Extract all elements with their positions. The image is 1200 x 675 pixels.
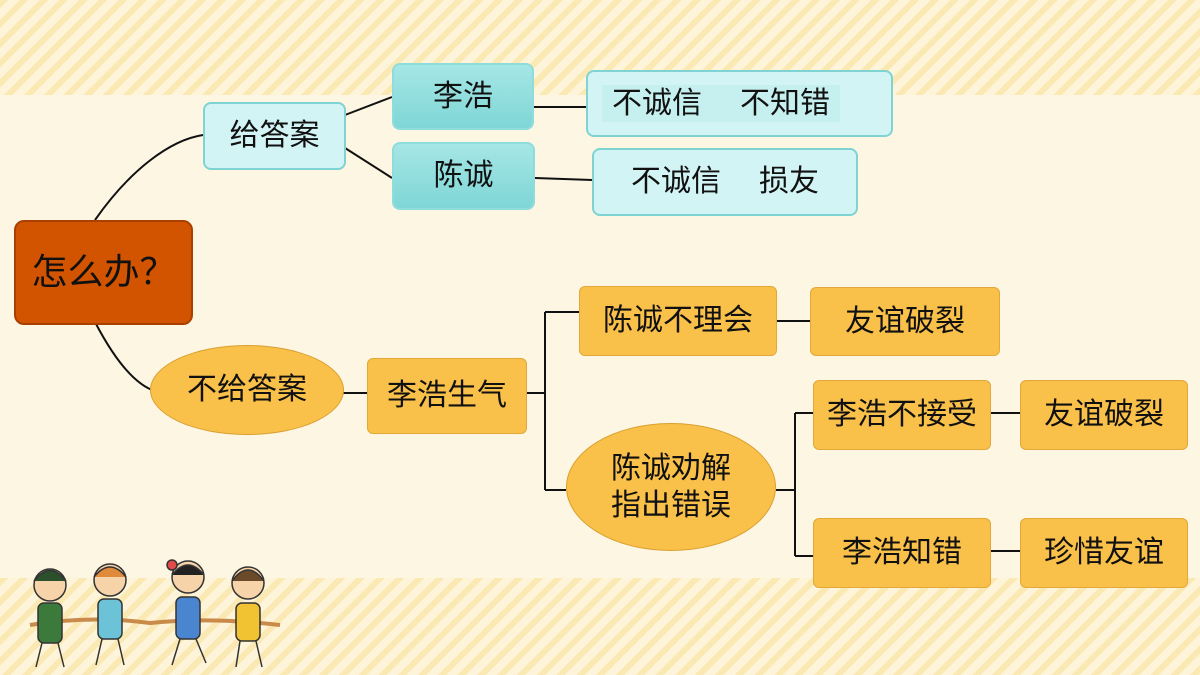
lihao-outcome-a: 不诚信 [612,85,702,121]
not-give-answer-label: 不给答案 [187,372,307,408]
lihao-understands-node: 李浩知错 [813,518,991,588]
lihao-outcome-box: 不诚信 不知错 [602,84,840,123]
lihao-node: 李浩 [392,63,534,130]
child-2 [93,563,127,666]
not-give-answer-node: 不给答案 [150,345,344,435]
friendship-broken-node-1: 友谊破裂 [810,287,1000,356]
chencheng-advise-node: 陈诚劝解 指出错误 [566,423,776,551]
lihao-reject-node: 李浩不接受 [813,380,991,450]
give-answer-label: 给答案 [229,118,320,154]
chencheng-outcome-b: 损友 [759,164,819,200]
chencheng-advise-line1: 陈诚劝解 [611,450,731,486]
chencheng-outcome-box: 不诚信 损友 [631,163,819,201]
lihao-reject-label: 李浩不接受 [827,397,977,433]
chencheng-node: 陈诚 [392,142,535,210]
lihao-angry-node: 李浩生气 [367,358,527,434]
child-4 [231,566,265,668]
friendship-broken-node-2: 友谊破裂 [1020,380,1188,450]
lihao-understands-label: 李浩知错 [842,535,962,571]
lihao-label: 李浩 [433,78,493,114]
chencheng-advise-line2: 指出错误 [611,488,731,523]
chencheng-outcome-a: 不诚信 [631,164,721,200]
lihao-outcome-node: 不诚信 不知错 [586,70,893,137]
cherish-friendship-label: 珍惜友谊 [1044,535,1164,571]
chencheng-ignore-node: 陈诚不理会 [579,286,777,356]
child-1 [33,568,67,668]
friendship-broken-label-2: 友谊破裂 [1044,397,1164,433]
root-label: 怎么办？ [31,252,176,293]
give-answer-node: 给答案 [203,102,346,170]
children-illustration [29,559,281,668]
friendship-broken-label-1: 友谊破裂 [845,303,965,339]
lihao-outcome-b: 不知错 [740,85,830,121]
chencheng-outcome-node: 不诚信 损友 [592,148,858,216]
root-node: 怎么办？ [14,220,193,325]
chencheng-ignore-label: 陈诚不理会 [603,303,753,339]
cherish-friendship-node: 珍惜友谊 [1020,518,1188,588]
chencheng-label: 陈诚 [433,158,494,194]
child-3 [166,559,207,666]
lihao-angry-label: 李浩生气 [387,378,507,414]
